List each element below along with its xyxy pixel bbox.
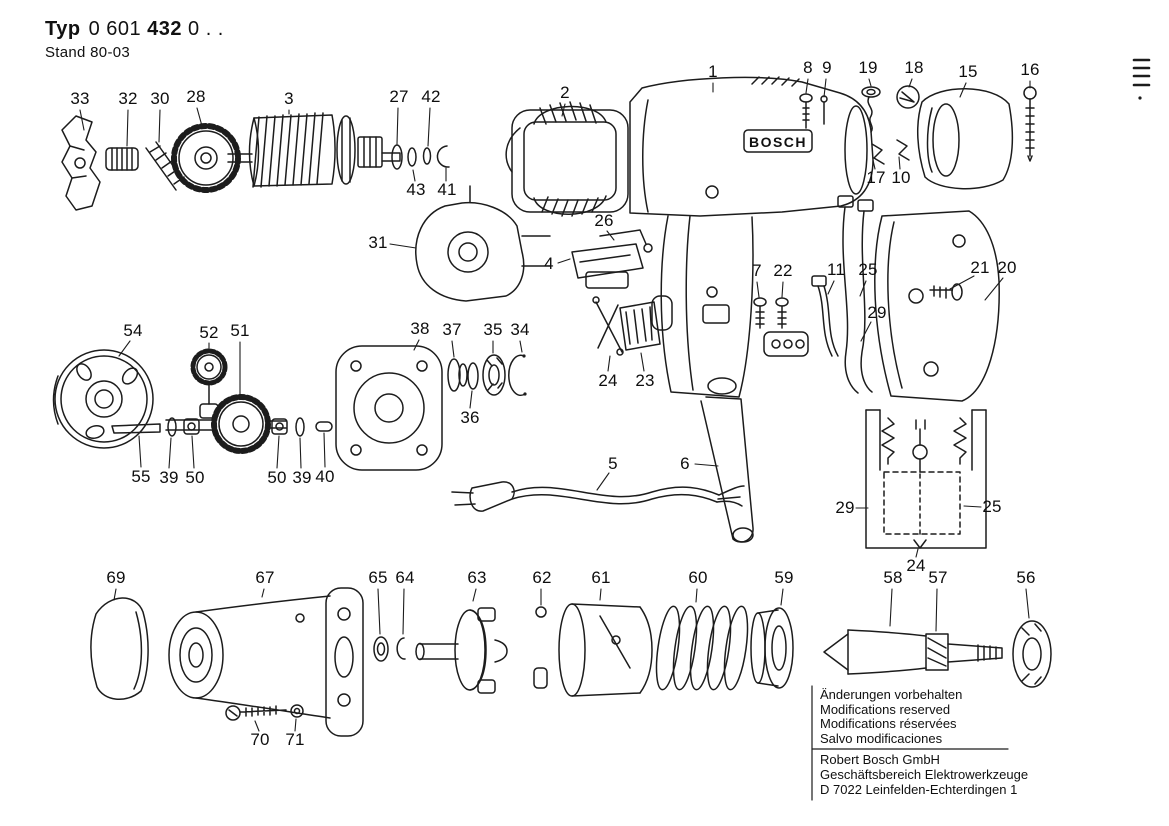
spring-retainer-drawing [750, 607, 794, 689]
anvil-drawing [415, 607, 508, 694]
type-number-seg3: 0 . . [188, 18, 224, 40]
brush-plate-drawing [61, 115, 101, 211]
top-small-parts-drawing [799, 85, 920, 165]
brush-leads-drawing [837, 195, 874, 394]
cap-drawing [916, 88, 1014, 190]
long-screw-drawing [1023, 86, 1037, 162]
spindle-washers-drawing [447, 354, 527, 397]
end-cap-drawing [90, 597, 149, 700]
gearbox-housing-drawing [335, 345, 443, 471]
housing-screw-drawing [225, 704, 304, 721]
handle-cover-drawing [874, 210, 1000, 402]
type-number-seg2: 432 [147, 18, 183, 40]
handle-screws-drawing [753, 297, 809, 357]
armature-washers-drawing [391, 144, 450, 170]
switch-drawing [571, 229, 653, 289]
hammer-housing-drawing [168, 587, 364, 737]
type-number-seg1: 0 601 [88, 18, 142, 40]
footer-line: Änderungen vorbehalten [820, 687, 963, 702]
footer-line: D 7022 Leinfelden-Echterdingen 1 [820, 781, 1018, 797]
footer-line: Modifications reserved [820, 701, 951, 717]
stator-drawing [505, 101, 629, 217]
support-tube-drawing [700, 396, 754, 543]
wiring-schematic-drawing [865, 409, 987, 549]
spindle-drawing [823, 629, 1003, 675]
axle-pin-drawing [111, 423, 161, 434]
spring-drawing [655, 605, 749, 691]
footer-line: Geschäftsbereich Elektrowerkzeuge [820, 766, 1029, 782]
footer-line: Modifications réservées [820, 716, 957, 732]
ball-bearing-drawing [1012, 620, 1052, 688]
motor-housing-drawing [629, 76, 874, 398]
fan-gear-drawing [171, 123, 241, 193]
small-washers-drawing [167, 417, 333, 437]
knurled-pin-drawing [105, 147, 139, 171]
lead-wire-drawing [811, 275, 839, 357]
bearing-flange-drawing [52, 349, 154, 449]
retaining-rings-drawing [373, 636, 406, 662]
switch-slider-drawing [592, 296, 661, 356]
footer-line: Salvo modificaciones [820, 730, 943, 746]
type-label: Typ [45, 18, 81, 40]
bearing-bracket-drawing [415, 185, 551, 302]
armature-drawing [227, 112, 401, 188]
power-cord-drawing [451, 481, 745, 512]
print-marks [1132, 58, 1151, 100]
stand-label: Stand 80-03 [45, 44, 131, 61]
gear-set-drawing [165, 348, 287, 454]
detent-parts-drawing [533, 606, 548, 689]
brand-label: BOSCH [749, 134, 807, 150]
hammer-drawing [558, 603, 653, 697]
footer-rules [811, 685, 1009, 801]
callout-leader-lines [79, 78, 1031, 732]
footer-line: Robert Bosch GmbH [820, 752, 940, 768]
